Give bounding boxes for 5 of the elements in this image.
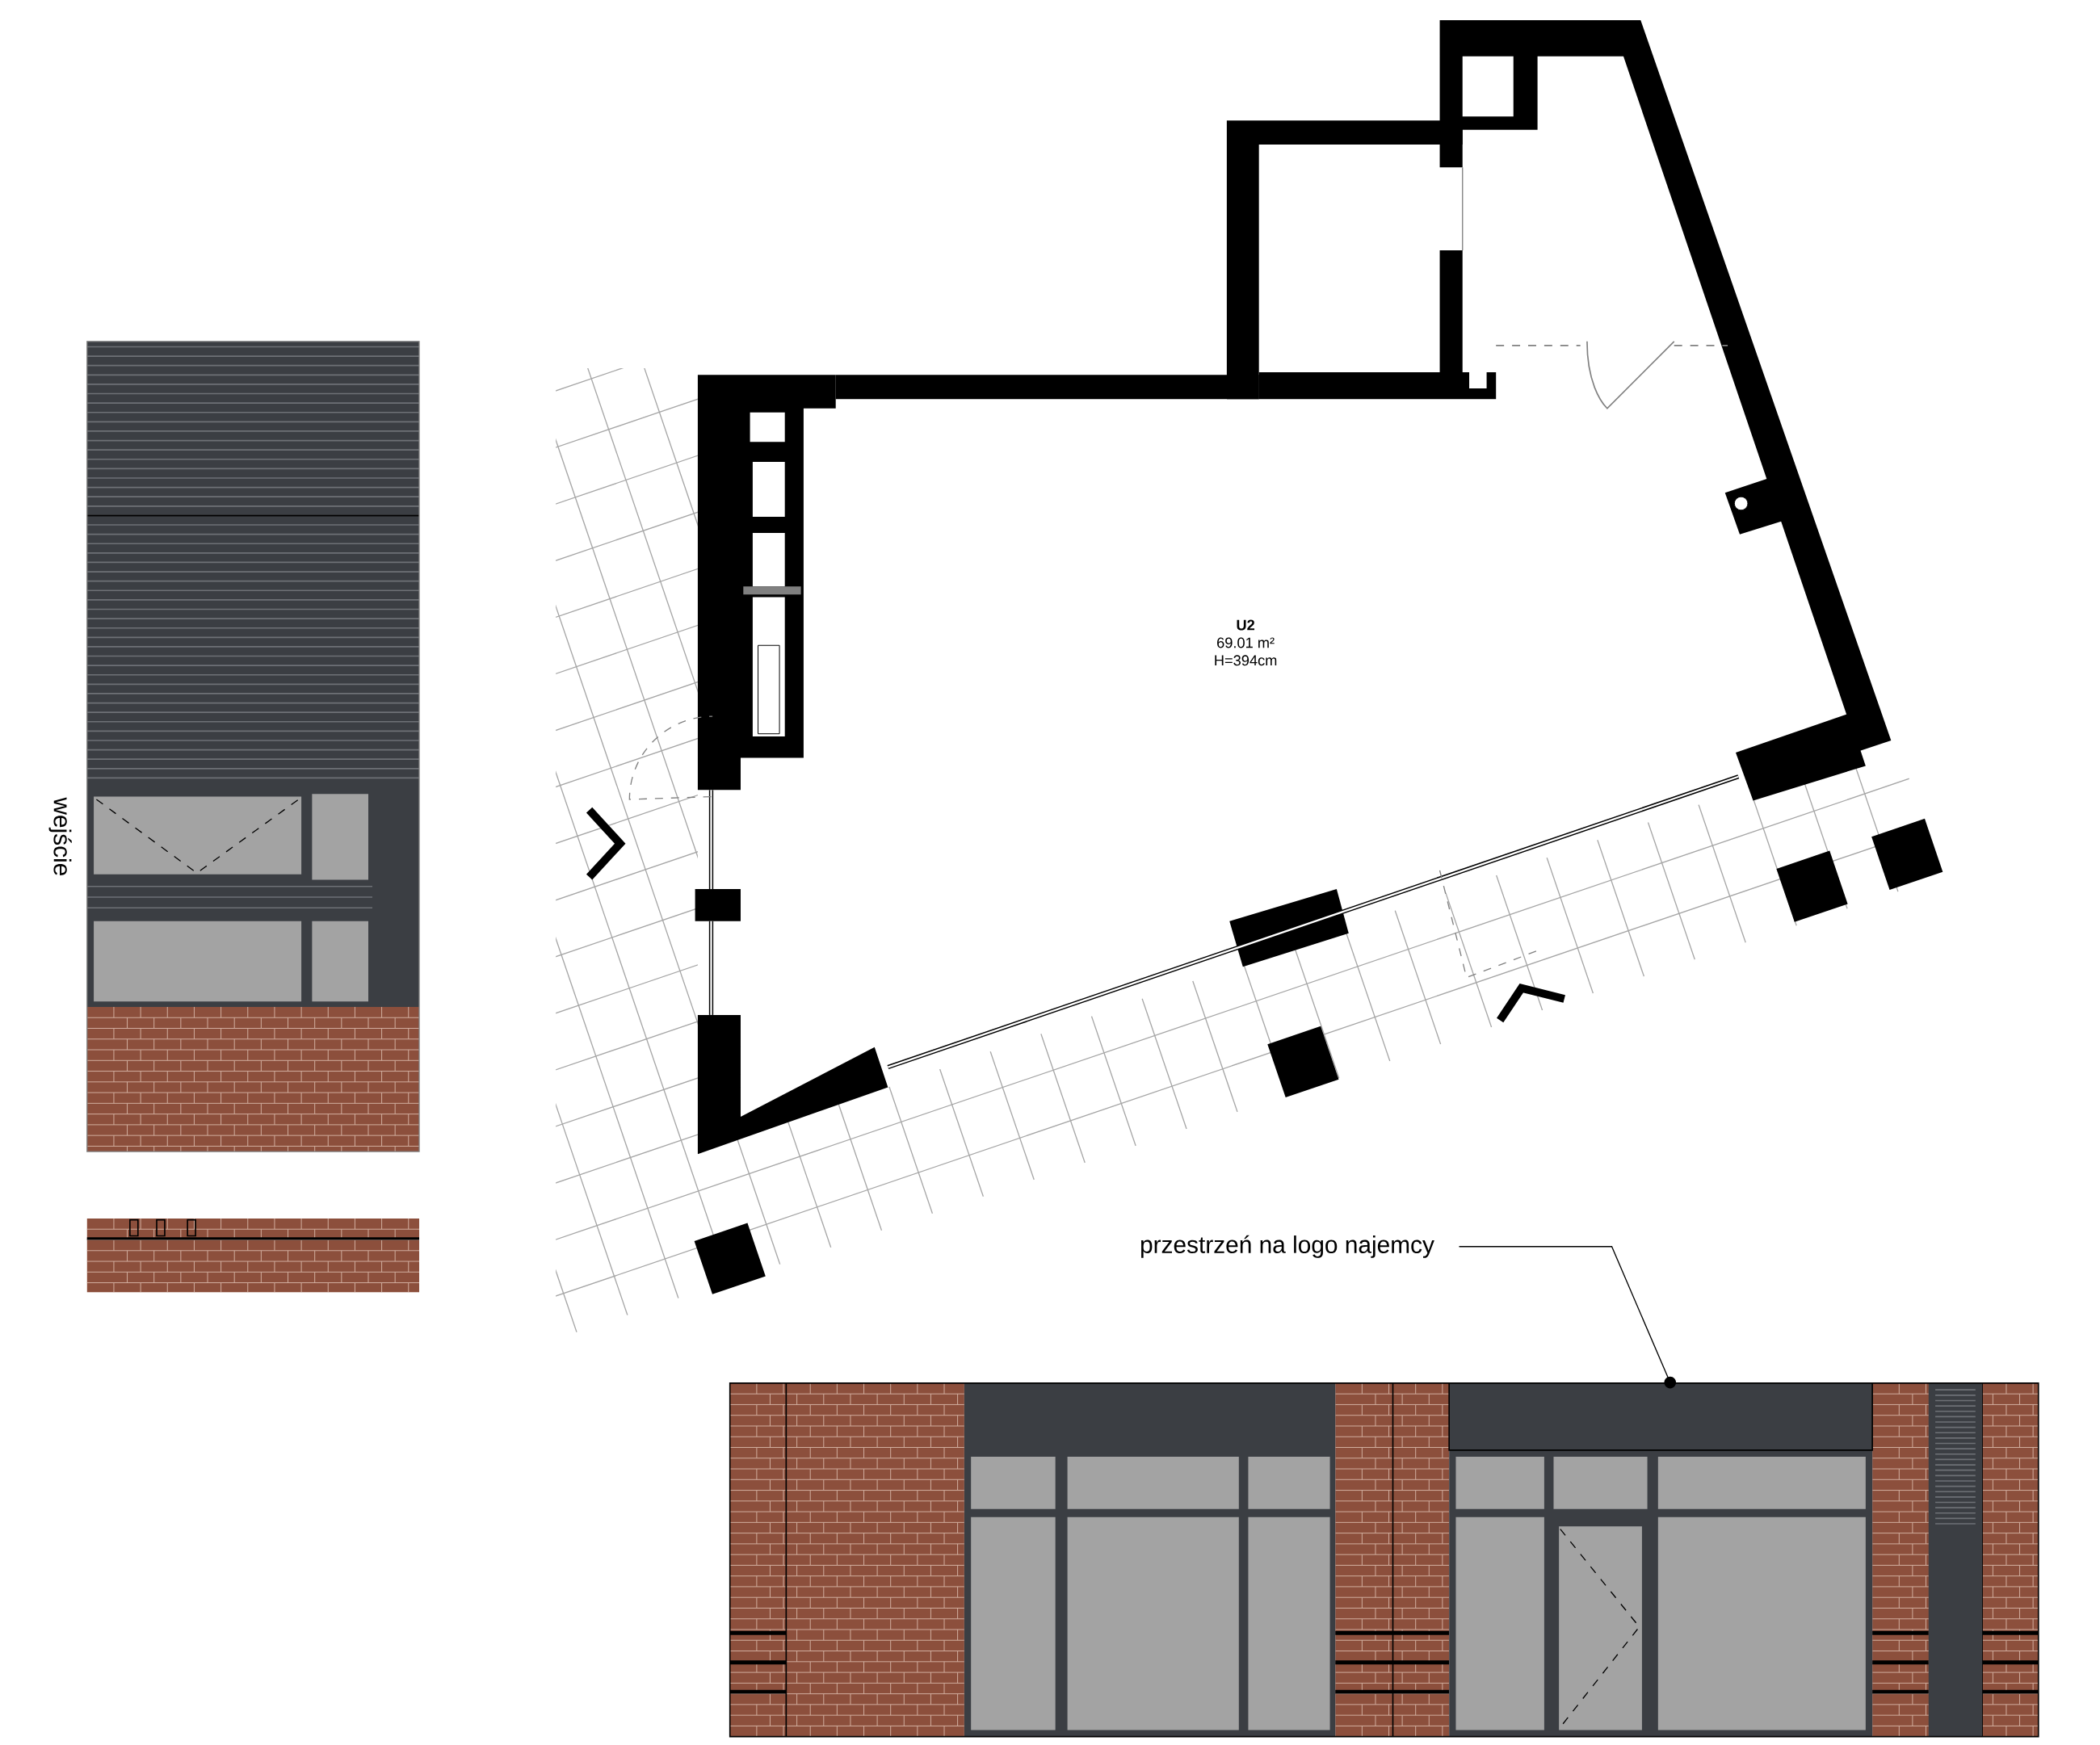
sign-panel [1448,1382,1873,1451]
entrance-label: wejście [48,797,72,876]
room-label: U2 69.01 m² H=394cm [1215,619,1277,666]
leader-line [1458,1246,1677,1389]
callout-text: przestrzeń na logo najemcy [1140,1235,1434,1259]
